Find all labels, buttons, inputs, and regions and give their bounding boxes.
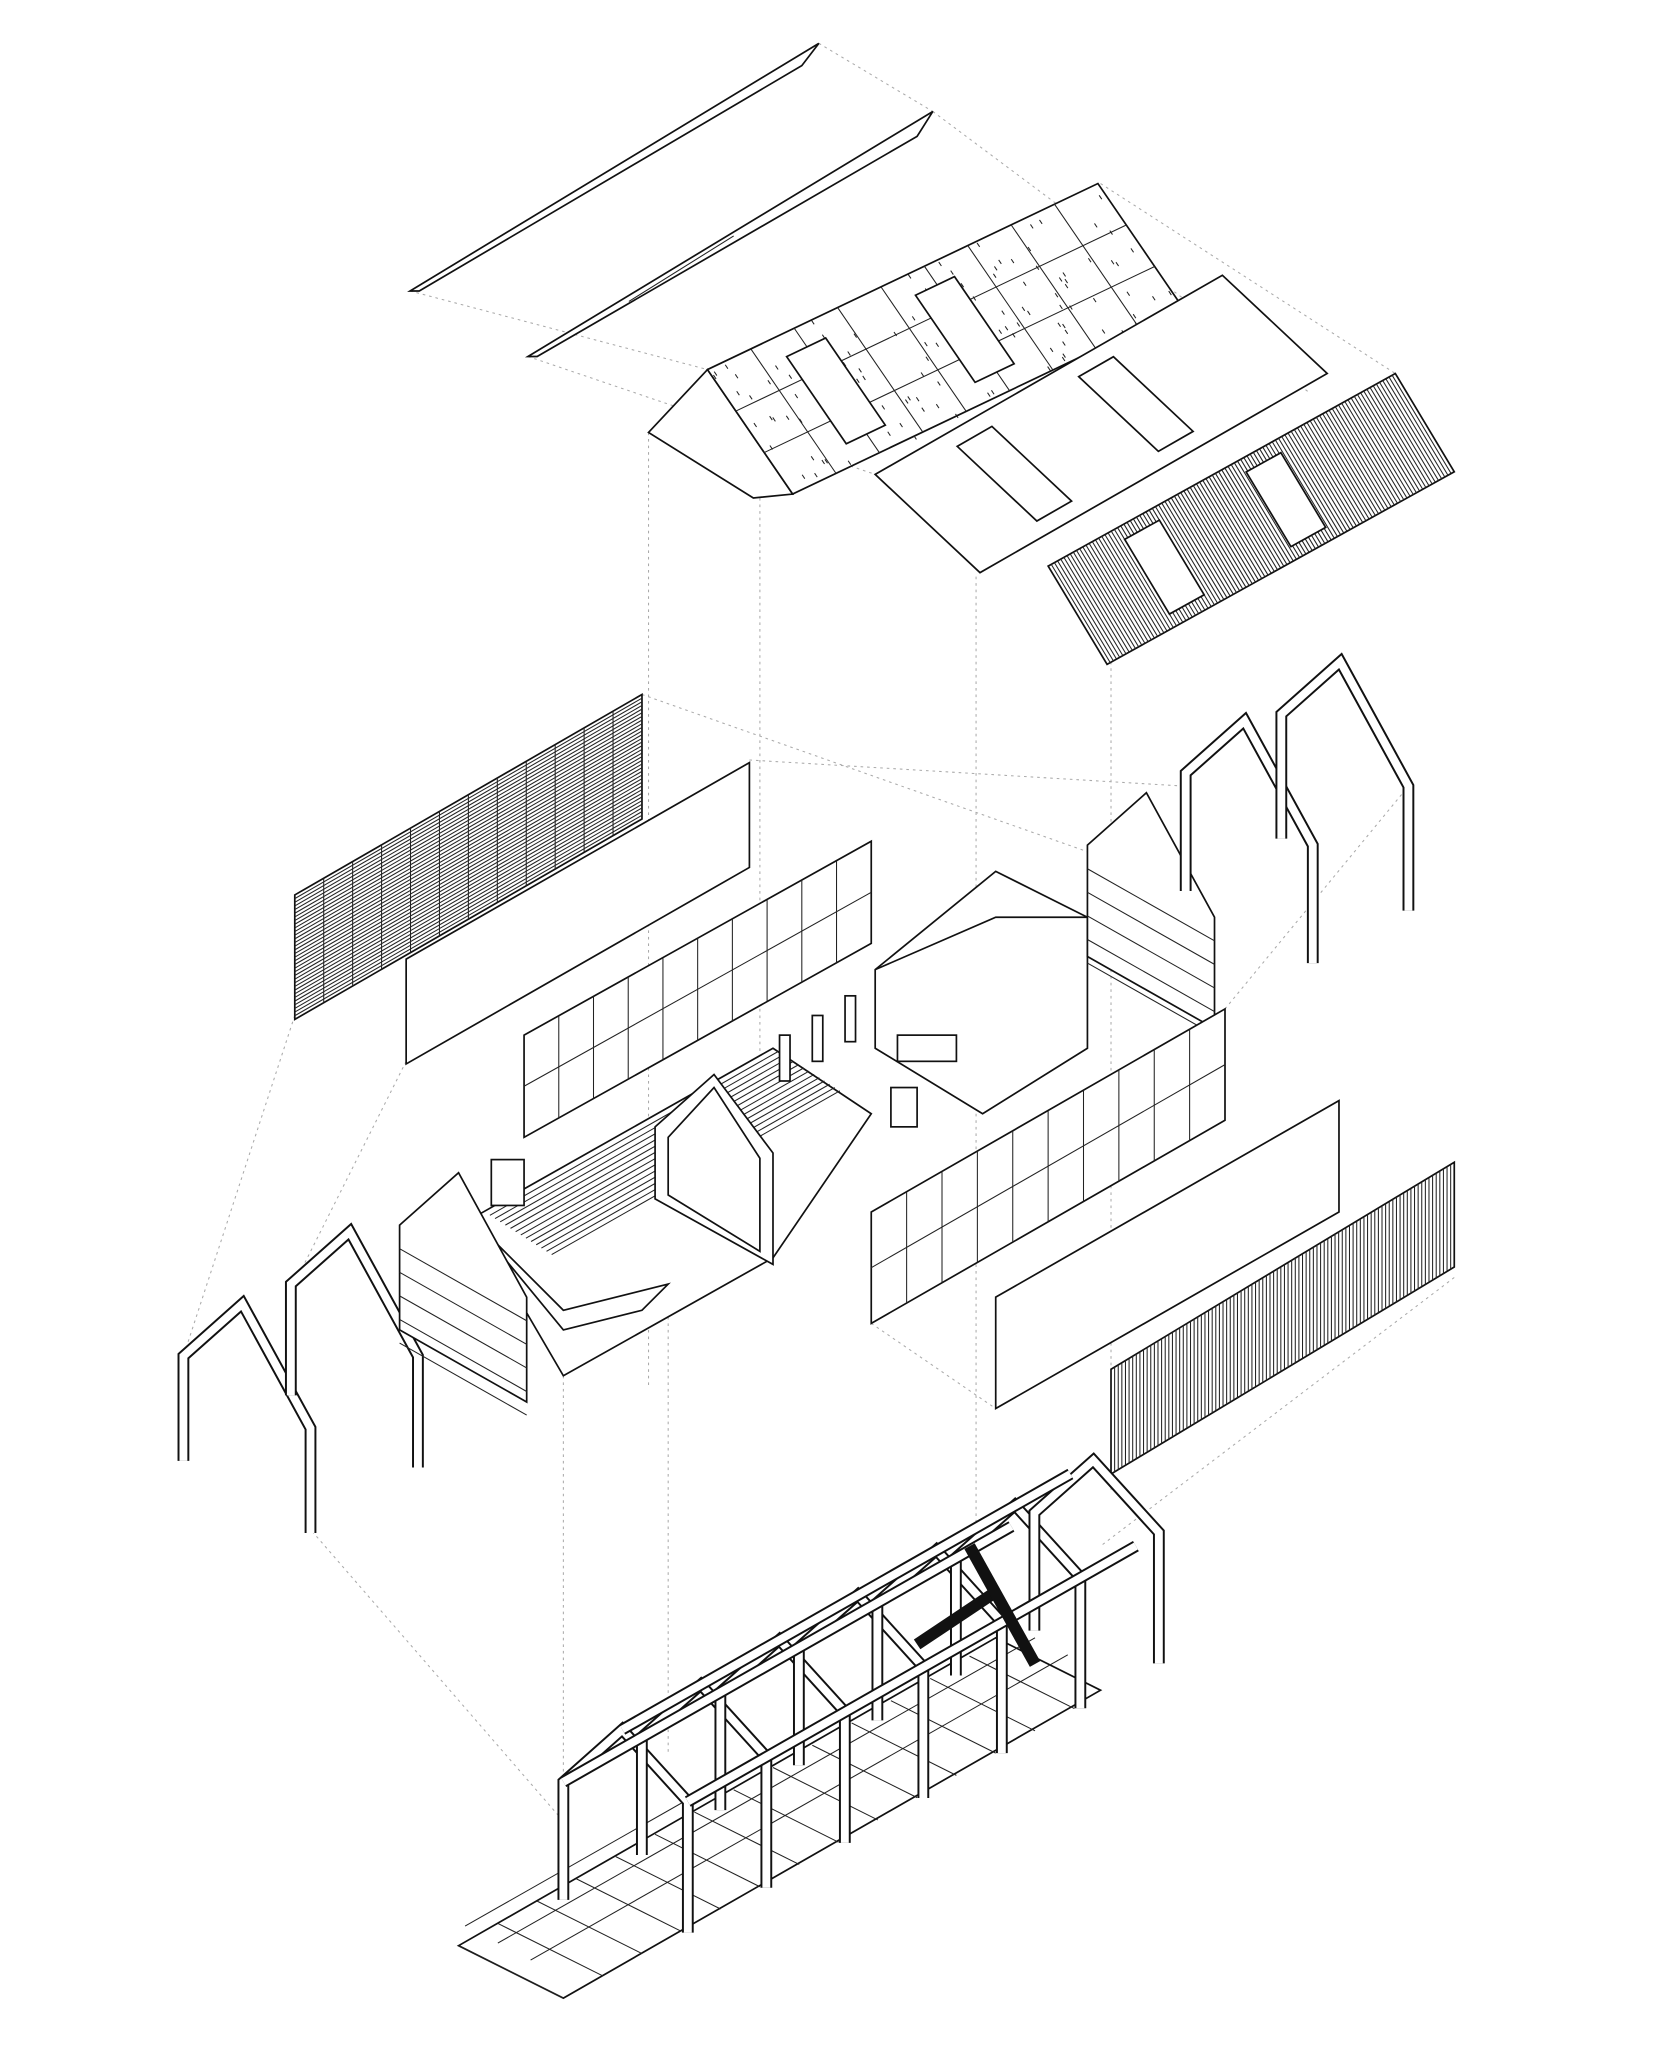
wall-light	[845, 996, 855, 1042]
right-gable-infill	[1087, 793, 1214, 1035]
cabinet	[491, 1160, 524, 1206]
gable-infill	[1087, 793, 1214, 1029]
ridge-cap	[410, 43, 819, 291]
shelf	[891, 1088, 917, 1127]
right-gable-frame	[1281, 662, 1408, 911]
components	[183, 43, 1454, 1998]
ridge-flashing-detail	[629, 236, 734, 302]
projection-line	[410, 291, 707, 370]
projection-line	[291, 1061, 406, 1290]
sofa	[897, 1035, 956, 1061]
rear-module	[875, 871, 1087, 1113]
projection-line	[308, 1526, 563, 1821]
wall-light	[812, 1015, 822, 1061]
projection-line	[749, 760, 1185, 786]
wall-light	[780, 1035, 790, 1081]
projection-line	[819, 43, 933, 111]
gable-frame-inner	[1281, 662, 1408, 911]
ridge-cap-sliver	[410, 43, 819, 291]
projection-line	[871, 1323, 995, 1408]
